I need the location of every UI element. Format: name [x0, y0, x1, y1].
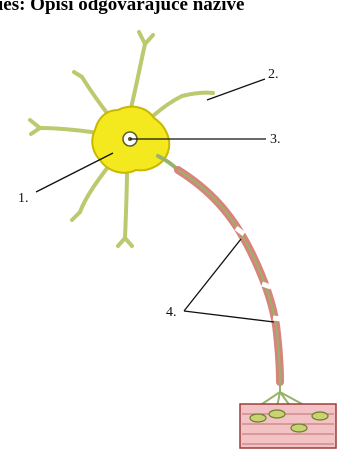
target-tissue	[240, 404, 336, 448]
leader-line-2	[207, 79, 265, 100]
dendrite-bottom	[125, 170, 127, 238]
terminal-bouton	[269, 410, 285, 418]
dendrite-lower-left	[80, 163, 111, 212]
dendrite-top	[130, 44, 145, 112]
label-3: 3.	[270, 132, 281, 147]
dendrite-left	[40, 128, 98, 133]
dendrite-left-branch-b	[31, 128, 40, 134]
myelin-sheath	[178, 170, 280, 382]
dendrite-top-branch-b	[145, 35, 153, 44]
terminal-bouton	[312, 412, 328, 420]
dendrite-lower-left-branch	[72, 212, 80, 220]
terminal-bouton	[250, 414, 266, 422]
dendrite-bottom-branch-b	[125, 238, 132, 246]
node-of-ranvier	[273, 318, 282, 319]
node-of-ranvier	[262, 284, 271, 287]
dendrite-upper-left	[82, 77, 110, 117]
label-4: 4.	[166, 305, 177, 320]
dendrite-upper-left-branch	[74, 72, 82, 77]
label-2: 2.	[268, 67, 279, 82]
terminal-bouton	[291, 424, 307, 432]
dendrite-right-upper	[153, 93, 213, 116]
label-1: 1.	[18, 191, 29, 206]
leader-line-4a	[184, 239, 241, 311]
leader-line-4b	[184, 311, 274, 322]
axon	[178, 170, 282, 382]
